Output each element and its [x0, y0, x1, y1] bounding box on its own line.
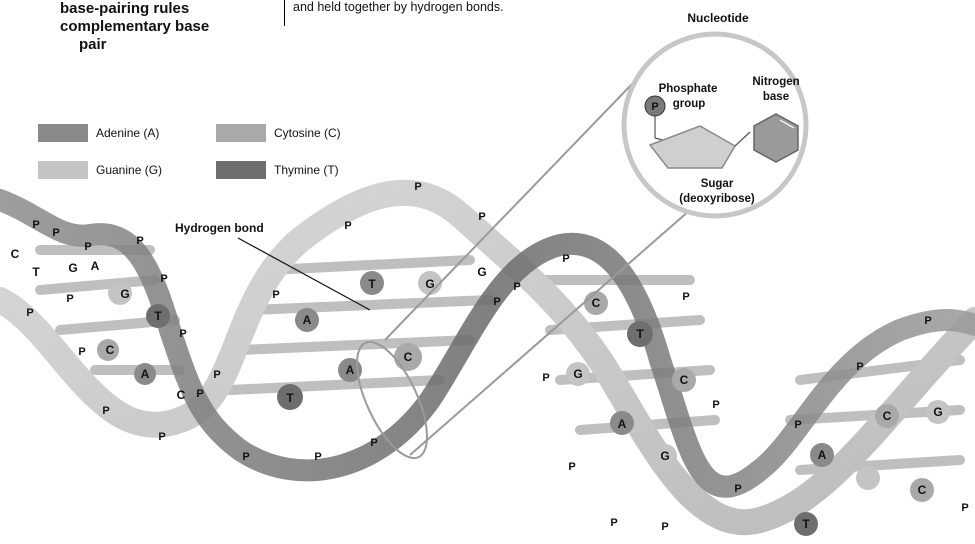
base-label: T: [368, 277, 376, 291]
phosphate-label: P: [478, 211, 485, 223]
phosphate-label: P: [314, 451, 321, 463]
phosphate-symbol: P: [651, 101, 658, 113]
base-label: A: [346, 363, 355, 377]
phosphate-label: P: [66, 293, 73, 305]
sugar-label-line1: Sugar: [701, 178, 734, 190]
phosphate-label: P: [682, 291, 689, 303]
nitrogen-label-line1: Nitrogen: [752, 76, 799, 88]
phosphate-label: P: [661, 521, 668, 533]
sugar-label-line2: (deoxyribose): [679, 193, 755, 205]
base-label: C: [177, 388, 186, 402]
phosphate-label: P: [158, 431, 165, 443]
phosphate-label: P: [414, 181, 421, 193]
phosphate-label: P: [179, 328, 186, 340]
phosphate-label: P: [32, 219, 39, 231]
base-label: T: [32, 265, 40, 279]
phosphate-label: P: [242, 451, 249, 463]
base-label: A: [91, 259, 100, 273]
base-label: T: [154, 309, 162, 323]
phosphate-label: P: [78, 346, 85, 358]
phosphate-label: P: [26, 307, 33, 319]
hydrogen-bond-label: Hydrogen bond: [175, 221, 264, 235]
base-label: G: [68, 261, 77, 275]
base-label: G: [120, 287, 129, 301]
base-label: T: [802, 517, 810, 531]
nucleotide-title: Nucleotide: [687, 11, 749, 25]
phosphate-label: P: [712, 399, 719, 411]
base-label: C: [11, 247, 20, 261]
phosphate-label: P: [924, 315, 931, 327]
phosphate-label: P: [102, 405, 109, 417]
phosphate-label-line2: group: [673, 98, 706, 110]
base-label: G: [660, 449, 669, 463]
phosphate-label: P: [84, 241, 91, 253]
nitrogen-label-line2: base: [763, 91, 789, 103]
phosphate-label: P: [136, 235, 143, 247]
base-label: A: [303, 313, 312, 327]
base-label: C: [106, 343, 115, 357]
phosphate-label: P: [493, 296, 500, 308]
base-label: C: [883, 409, 892, 423]
phosphate-label: P: [734, 483, 741, 495]
phosphate-label: P: [344, 220, 351, 232]
phosphate-label: P: [568, 461, 575, 473]
phosphate-label: P: [160, 273, 167, 285]
base-label: G: [477, 265, 486, 279]
phosphate-label: P: [196, 388, 203, 400]
base-label: C: [918, 483, 927, 497]
base-label: G: [933, 405, 942, 419]
base-label: A: [818, 448, 827, 462]
phosphate-label: P: [272, 289, 279, 301]
phosphate-label: P: [52, 227, 59, 239]
phosphate-label: P: [513, 281, 520, 293]
base-label: A: [141, 367, 150, 381]
base-label: C: [592, 296, 601, 310]
backbone-strand-back: [0, 193, 975, 522]
phosphate-label: P: [370, 437, 377, 449]
phosphate-label-line1: Phosphate: [659, 83, 718, 95]
base-label: A: [618, 417, 627, 431]
base-label: G: [573, 367, 582, 381]
phosphate-label: P: [562, 253, 569, 265]
base-label: C: [680, 373, 689, 387]
phosphate-label: P: [961, 502, 968, 514]
phosphate-label: P: [542, 372, 549, 384]
phosphate-label: P: [610, 517, 617, 529]
base-label: T: [636, 327, 644, 341]
base-label: T: [286, 391, 294, 405]
phosphate-label: P: [856, 361, 863, 373]
phosphate-label: P: [213, 369, 220, 381]
base-label: C: [404, 350, 413, 364]
phosphate-label: P: [794, 419, 801, 431]
